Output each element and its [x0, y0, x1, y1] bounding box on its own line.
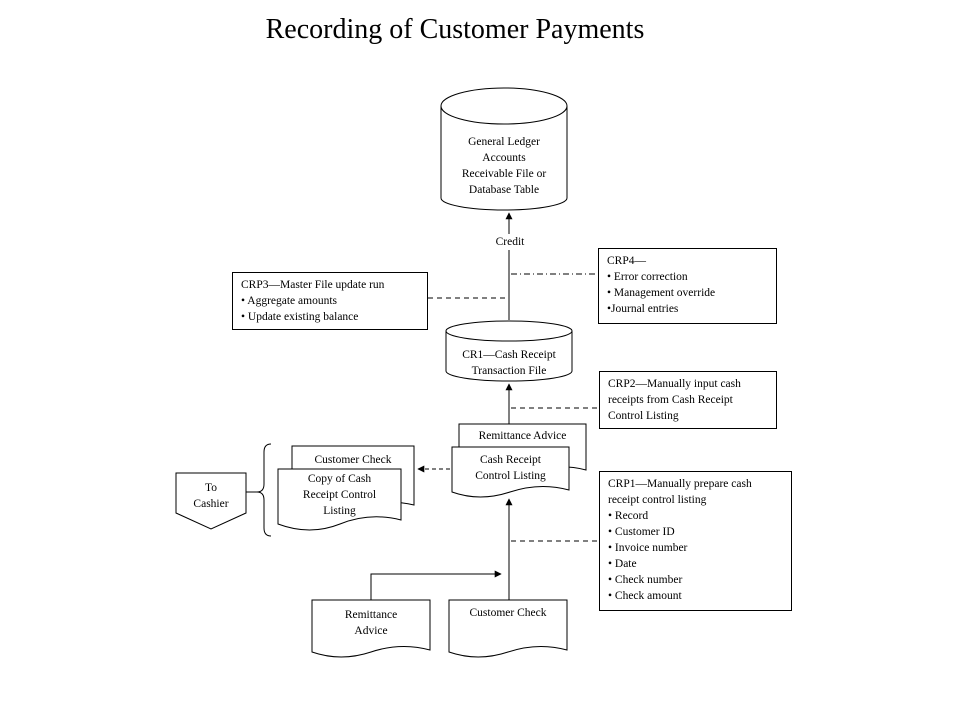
cash-receipt-control-line: Control Listing [475, 470, 546, 482]
ledger-label-line: Accounts [482, 152, 526, 164]
cash-receipt-transaction-file-cylinder [445, 320, 573, 382]
copy-listing-line: Receipt Control [302, 489, 377, 501]
crp1-line: • Check number [608, 574, 683, 586]
arrow-remittance-to-listing [370, 570, 502, 600]
cr1-label: CR1—Cash Receipt Transaction File [446, 347, 572, 379]
remittance-advice-bottom-shape [311, 599, 431, 658]
crp3-box: CRP3—Master File update run • Aggregate … [232, 272, 428, 330]
customer-check-bottom-shape [448, 599, 568, 658]
crp1-line: • Date [608, 558, 637, 570]
crp4-line: CRP4— [607, 255, 646, 267]
crp4-line: •Journal entries [607, 303, 679, 315]
crp4-line: • Management override [607, 287, 716, 299]
to-cashier-line: Cashier [193, 498, 229, 510]
cash-receipt-control-label: Cash Receipt Control Listing [452, 452, 569, 484]
remittance-advice-top-label: Remittance Advice [478, 430, 567, 442]
crp3-line: • Update existing balance [241, 311, 359, 323]
cr1-label-line: CR1—Cash Receipt [462, 349, 556, 361]
ledger-label: General Ledger Accounts Receivable File … [441, 134, 567, 198]
to-cashier-offpage-connector [175, 472, 247, 530]
crp1-line: • Check amount [608, 590, 682, 602]
crp1-line: • Customer ID [608, 526, 675, 538]
to-cashier-line: To [205, 482, 217, 494]
crp2-box: CRP2—Manually input cash receipts from C… [599, 371, 777, 429]
crp1-line: CRP1—Manually prepare cash [608, 478, 752, 490]
credit-label: Credit [480, 234, 540, 250]
crp3-line: CRP3—Master File update run [241, 279, 385, 291]
group-brace [256, 443, 272, 537]
crp4-line: • Error correction [607, 271, 688, 283]
customer-check-top-label: Customer Check [314, 454, 392, 466]
cr1-label-line: Transaction File [471, 365, 547, 377]
copy-control-listing-document-shape [277, 468, 402, 531]
crp4-box: CRP4— • Error correction • Management ov… [598, 248, 777, 324]
copy-listing-line: Listing [323, 505, 356, 517]
copy-listing-label: Copy of Cash Receipt Control Listing [278, 471, 401, 519]
cash-receipt-control-line: Cash Receipt [480, 454, 541, 466]
customer-check-bottom-label: Customer Check [469, 607, 547, 619]
ledger-label-line: Database Table [468, 184, 540, 196]
cash-receipt-control-listing-shape [451, 446, 570, 498]
crp1-line: receipt control listing [608, 494, 707, 506]
crp2-line: receipts from Cash Receipt [608, 394, 733, 406]
crp1-line: • Record [608, 510, 649, 522]
crp2-line: Control Listing [608, 410, 679, 422]
remittance-advice-bottom-line: Advice [354, 625, 388, 637]
ledger-label-line: Receivable File or [461, 168, 547, 180]
ledger-database-cylinder [440, 87, 568, 211]
crp1-line: • Invoice number [608, 542, 688, 554]
crp1-box: CRP1—Manually prepare cash receipt contr… [599, 471, 792, 611]
copy-listing-line: Copy of Cash [307, 473, 372, 485]
crp2-line: CRP2—Manually input cash [608, 378, 741, 390]
remittance-advice-bottom-line: Remittance [344, 609, 398, 621]
remittance-advice-bottom-label: Remittance Advice [312, 607, 430, 639]
page-title: Recording of Customer Payments [265, 14, 645, 45]
crp3-line: • Aggregate amounts [241, 295, 338, 307]
to-cashier-label: To Cashier [176, 480, 246, 512]
ledger-label-line: General Ledger [468, 136, 540, 148]
